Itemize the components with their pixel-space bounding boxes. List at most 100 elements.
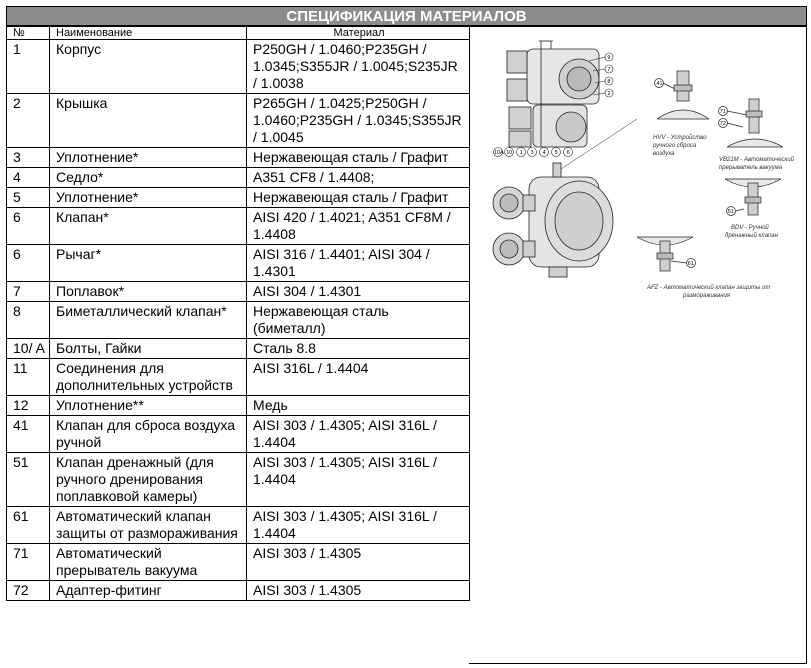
row-name: Уплотнение* xyxy=(49,187,247,208)
row-number: 11 xyxy=(6,358,50,396)
row-material: P250GH / 1.0460;P235GH / 1.0345;S355JR /… xyxy=(246,39,470,94)
row-number: 7 xyxy=(6,281,50,302)
row-number: 10/ A xyxy=(6,338,50,359)
row-number: 6 xyxy=(6,244,50,282)
row-material: AISI 304 / 1.4301 xyxy=(246,281,470,302)
row-material: AISI 316 / 1.4401; AISI 304 / 1.4301 xyxy=(246,244,470,282)
assembly-drawing-svg: 9 7 8 2 10A 10 1 3 4 5 6 xyxy=(492,40,795,299)
vb21m-caption-line1: VB21M - Автоматический xyxy=(719,156,795,163)
bdv-caption-line1: BDV - Ручной xyxy=(731,224,769,231)
row-material: Медь xyxy=(246,395,470,416)
callout-4: 4 xyxy=(543,150,546,156)
row-material: AISI 303 / 1.4305; AISI 316L / 1.4404 xyxy=(246,452,470,507)
afz-caption-line2: размораживания xyxy=(682,293,731,299)
row-name: Автоматический клапан защиты от размораж… xyxy=(49,506,247,544)
row-name: Клапан дренажный (для ручного дренирован… xyxy=(49,452,247,507)
hvv-caption-line2: ручного сброса xyxy=(652,143,697,149)
upper-callout-numbers-bottom: 10A 10 1 3 4 5 6 xyxy=(494,150,570,156)
row-number: 6 xyxy=(6,207,50,245)
column-header-number: № xyxy=(6,26,50,40)
row-material: Нержавеющая сталь / Графит xyxy=(246,187,470,208)
column-header-name: Наименование xyxy=(49,26,247,40)
row-name: Уплотнение** xyxy=(49,395,247,416)
row-material: A351 CF8 / 1.4408; xyxy=(246,167,470,188)
row-number: 8 xyxy=(6,301,50,339)
row-number: 61 xyxy=(6,506,50,544)
row-name: Поплавок* xyxy=(49,281,247,302)
row-material: AISI 303 / 1.4305 xyxy=(246,543,470,581)
bdv-caption-line2: дренажный клапан xyxy=(725,232,779,239)
upper-assembly-view xyxy=(506,40,600,148)
row-name: Адаптер-фитинг xyxy=(49,580,247,601)
row-number: 2 xyxy=(6,93,50,148)
callout-5: 5 xyxy=(555,150,558,156)
callout-71: 71 xyxy=(720,109,726,115)
row-name: Корпус xyxy=(49,39,247,94)
main-body-view xyxy=(492,118,638,278)
callout-10a: 10A xyxy=(494,150,504,156)
row-number: 71 xyxy=(6,543,50,581)
row-material: P265GH / 1.0425;P250GH / 1.0460;P235GH /… xyxy=(246,93,470,148)
row-number: 12 xyxy=(6,395,50,416)
row-name: Уплотнение* xyxy=(49,147,247,168)
specification-sheet: СПЕЦИФИКАЦИЯ МАТЕРИАЛОВ № Наименование М… xyxy=(6,6,807,664)
row-name: Рычаг* xyxy=(49,244,247,282)
upper-callouts-bottom xyxy=(493,147,573,157)
upper-callout-numbers-right: 9 7 8 2 xyxy=(607,55,610,97)
row-name: Болты, Гайки xyxy=(49,338,247,359)
row-name: Крышка xyxy=(49,93,247,148)
callout-6: 6 xyxy=(567,150,570,156)
row-number: 1 xyxy=(6,39,50,94)
callout-10: 10 xyxy=(506,150,512,156)
callout-2: 2 xyxy=(607,91,610,97)
column-header-material: Материал xyxy=(246,26,470,40)
afz-caption-line1: AFZ - Автоматический клапан защиты от xyxy=(646,284,770,291)
callout-41: 41 xyxy=(656,81,662,87)
callout-9: 9 xyxy=(607,55,610,61)
row-material: AISI 303 / 1.4305; AISI 316L / 1.4404 xyxy=(246,415,470,453)
table-header-row: № Наименование Материал xyxy=(6,26,470,40)
row-material: AISI 316L / 1.4404 xyxy=(246,358,470,396)
callout-1: 1 xyxy=(520,150,523,156)
vb21m-device xyxy=(718,98,784,148)
row-material: Нержавеющая сталь / Графит xyxy=(246,147,470,168)
row-material: Нержавеющая сталь (биметалл) xyxy=(246,301,470,339)
row-name: Клапан для сброса воздуха ручной xyxy=(49,415,247,453)
row-material: AISI 303 / 1.4305; AISI 316L / 1.4404 xyxy=(246,506,470,544)
callout-7: 7 xyxy=(607,67,610,73)
callout-51: 51 xyxy=(728,209,734,215)
row-material: AISI 303 / 1.4305 xyxy=(246,580,470,601)
callout-3: 3 xyxy=(531,150,534,156)
bdv-device xyxy=(724,178,782,216)
row-name: Автоматический прерыватель вакуума xyxy=(49,543,247,581)
upper-callouts-right xyxy=(588,52,614,98)
row-number: 5 xyxy=(6,187,50,208)
row-name: Биметаллический клапан* xyxy=(49,301,247,339)
row-name: Соединения для дополнительных устройств xyxy=(49,358,247,396)
row-number: 3 xyxy=(6,147,50,168)
callout-8: 8 xyxy=(607,79,610,85)
row-name: Седло* xyxy=(49,167,247,188)
hvv-caption-line3: воздуха xyxy=(653,151,675,157)
row-material: Сталь 8.8 xyxy=(246,338,470,359)
row-name: Клапан* xyxy=(49,207,247,245)
vb21m-caption-line2: прерыватель вакуума xyxy=(719,165,783,171)
row-number: 51 xyxy=(6,452,50,507)
hvv-device xyxy=(654,70,710,120)
